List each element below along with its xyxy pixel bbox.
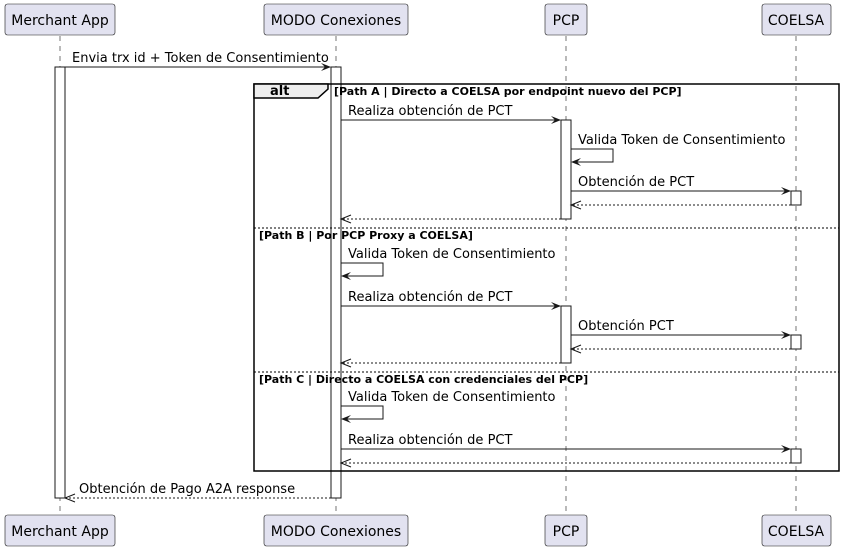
- alt-frame-label: alt: [270, 84, 289, 99]
- message-arrowhead: [63, 493, 76, 503]
- activation-coelsa-a: [790, 190, 802, 206]
- participant-label: COELSA: [768, 13, 825, 29]
- message-arrowhead: [339, 214, 352, 224]
- message-arrowhead: [339, 458, 352, 468]
- message-arrowhead: [341, 272, 351, 280]
- participant-coelsa-bottom: COELSA: [761, 514, 832, 547]
- participant-pcp-bottom: PCP: [544, 514, 588, 547]
- message-label: Obtención de PCT: [578, 175, 694, 190]
- participant-label: Merchant App: [11, 524, 109, 540]
- participant-label: COELSA: [768, 524, 825, 540]
- guard-path-b: [Path B | Por PCP Proxy a COELSA]: [259, 229, 473, 242]
- guard-path-c: [Path C | Directo a COELSA con credencia…: [259, 373, 588, 386]
- participant-pcp-top: PCP: [544, 3, 588, 36]
- participant-label: PCP: [553, 13, 580, 29]
- message-label: Realiza obtención de PCT: [348, 433, 512, 448]
- message-arrowhead: [551, 302, 561, 310]
- participant-label: MODO Conexiones: [271, 13, 401, 29]
- activation-coelsa-b: [790, 334, 802, 350]
- message-label: Obtención PCT: [578, 319, 674, 334]
- participant-modo-top: MODO Conexiones: [263, 3, 409, 36]
- participant-label: MODO Conexiones: [271, 524, 401, 540]
- message-arrowhead: [341, 415, 351, 423]
- self-message-line: [341, 262, 384, 277]
- participant-label: Merchant App: [11, 13, 109, 29]
- message-label: Realiza obtención de PCT: [348, 104, 512, 119]
- self-message-line: [341, 405, 384, 420]
- activation-pcp-a: [560, 119, 572, 220]
- message-label: Valida Token de Consentimiento: [348, 390, 556, 405]
- participant-modo-bottom: MODO Conexiones: [263, 514, 409, 547]
- message-arrowhead: [571, 158, 581, 166]
- activation-modo: [330, 66, 342, 499]
- activation-merchant: [54, 66, 66, 499]
- message-arrowhead: [781, 445, 791, 453]
- message-arrowhead: [781, 331, 791, 339]
- alt-frame-tab: [253, 83, 329, 99]
- message-label: Valida Token de Consentimiento: [578, 133, 786, 148]
- participant-coelsa-top: COELSA: [761, 3, 832, 36]
- message-arrowhead: [339, 358, 352, 368]
- activation-pcp-b: [560, 305, 572, 364]
- message-label: Realiza obtención de PCT: [348, 290, 512, 305]
- message-arrowhead: [781, 187, 791, 195]
- message-arrowhead: [569, 200, 582, 210]
- guard-path-a: [Path A | Directo a COELSA por endpoint …: [334, 85, 682, 98]
- alt-frame: [253, 83, 840, 472]
- participant-merchant-top: Merchant App: [4, 3, 116, 36]
- message-label: Obtención de Pago A2A response: [79, 482, 295, 497]
- activation-coelsa-c: [790, 448, 802, 464]
- messages-group: Envia trx id + Token de ConsentimientoRe…: [63, 51, 791, 503]
- message-label: Valida Token de Consentimiento: [348, 247, 556, 262]
- participant-merchant-bottom: Merchant App: [4, 514, 116, 547]
- message-arrowhead: [569, 344, 582, 354]
- message-label: Envia trx id + Token de Consentimiento: [72, 51, 329, 66]
- self-message-line: [571, 148, 614, 163]
- participant-label: PCP: [553, 524, 580, 540]
- message-arrowhead: [551, 116, 561, 124]
- message-arrowhead: [321, 63, 331, 71]
